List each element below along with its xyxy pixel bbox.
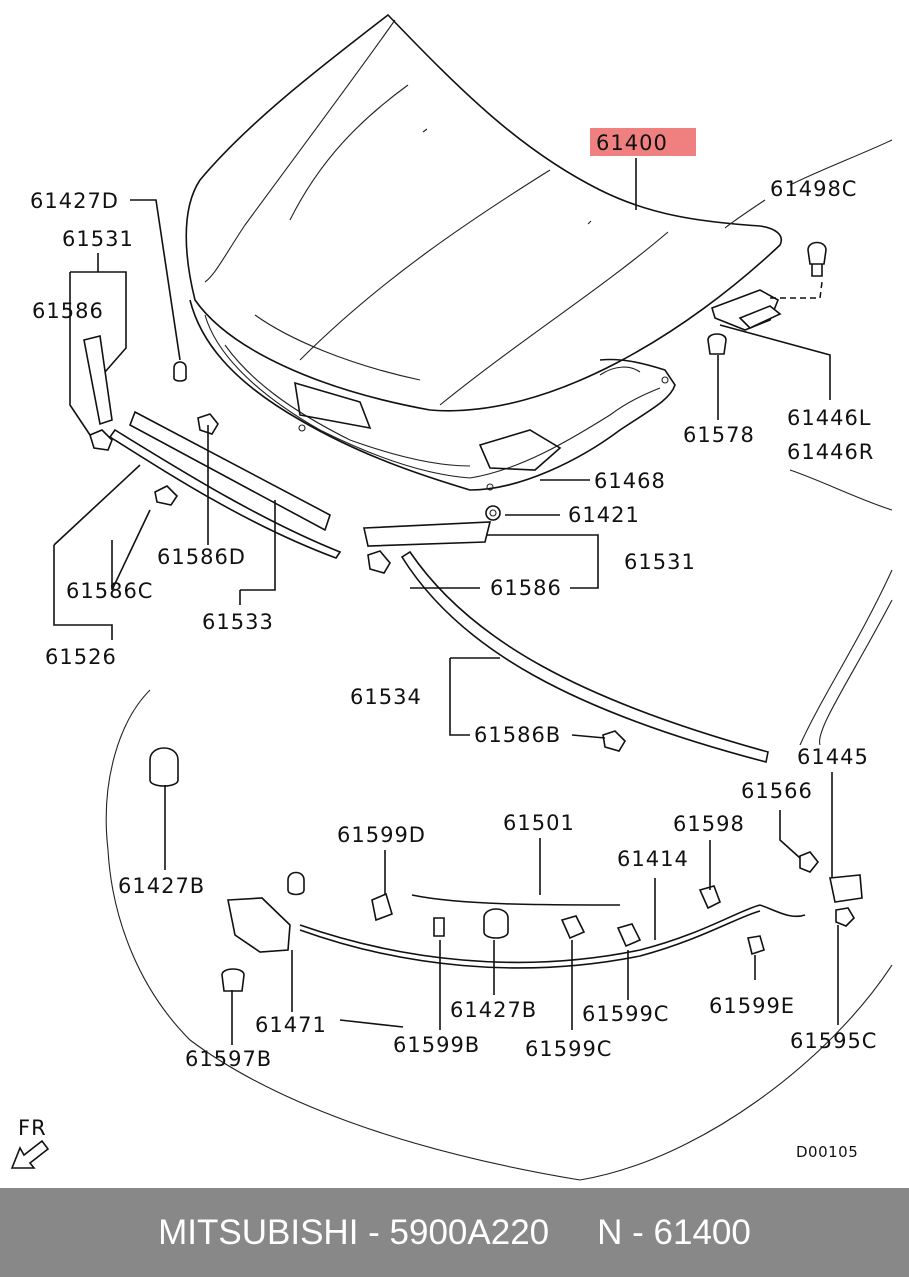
hood-panel [185, 13, 782, 412]
front-direction-indicator: FR [10, 1116, 50, 1169]
label-61427B-left: 61427B [118, 874, 205, 898]
label-61599C-a: 61599C [582, 1002, 669, 1026]
label-61534: 61534 [350, 685, 422, 709]
label-61586-top: 61586 [32, 299, 104, 323]
label-61598: 61598 [673, 812, 745, 836]
label-61599D: 61599D [337, 823, 426, 847]
label-61599C-b: 61599C [525, 1037, 612, 1061]
label-61468: 61468 [594, 469, 666, 493]
fr-label: FR [18, 1116, 47, 1140]
label-61566: 61566 [741, 779, 813, 803]
label-61578: 61578 [683, 423, 755, 447]
label-61427D: 61427D [30, 189, 119, 213]
label-61501: 61501 [503, 811, 575, 835]
label-61586D: 61586D [157, 545, 246, 569]
hood-seal-center [363, 505, 769, 763]
part-info-footer: MITSUBISHI - 5900A220 N - 61400 [0, 1188, 909, 1277]
parts-diagram: 61400 61498C 61427D 61531 61586 61446L 6… [10, 13, 893, 1181]
hood-hinge-right [707, 241, 827, 355]
label-61599B: 61599B [393, 1033, 480, 1057]
footer-brand-part: MITSUBISHI - 5900A220 [158, 1212, 550, 1252]
latch-cable-assembly [149, 747, 863, 992]
label-61445: 61445 [797, 745, 869, 769]
label-61586C: 61586C [66, 579, 153, 603]
label-61586-mid: 61586 [490, 576, 562, 600]
label-61597B: 61597B [185, 1047, 272, 1071]
label-61421: 61421 [568, 503, 640, 527]
hood-inner-frame [189, 299, 676, 491]
label-61446R: 61446R [787, 440, 874, 464]
label-61471: 61471 [255, 1013, 327, 1037]
label-61595C: 61595C [790, 1029, 877, 1053]
part-labels: 61400 61498C 61427D 61531 61586 61446L 6… [30, 131, 877, 1071]
label-61599E: 61599E [709, 994, 795, 1018]
label-61446L: 61446L [787, 406, 872, 430]
label-61427B-mid: 61427B [450, 998, 537, 1022]
label-61526: 61526 [45, 645, 117, 669]
label-61414: 61414 [617, 847, 689, 871]
main-part-highlight [590, 128, 696, 156]
label-61400: 61400 [596, 131, 668, 155]
leader-lines [53, 158, 839, 1045]
label-61531-top: 61531 [62, 227, 134, 251]
label-61531-mid: 61531 [624, 550, 696, 574]
front-arrow-icon [10, 1139, 50, 1169]
weatherstrip-upper-left [83, 335, 342, 559]
drawing-code: D00105 [796, 1143, 858, 1161]
footer-ref: N - 61400 [597, 1212, 751, 1252]
label-61586B: 61586B [474, 723, 561, 747]
label-61533: 61533 [202, 610, 274, 634]
label-61498C: 61498C [770, 177, 857, 201]
vehicle-body-outline [105, 139, 893, 1181]
